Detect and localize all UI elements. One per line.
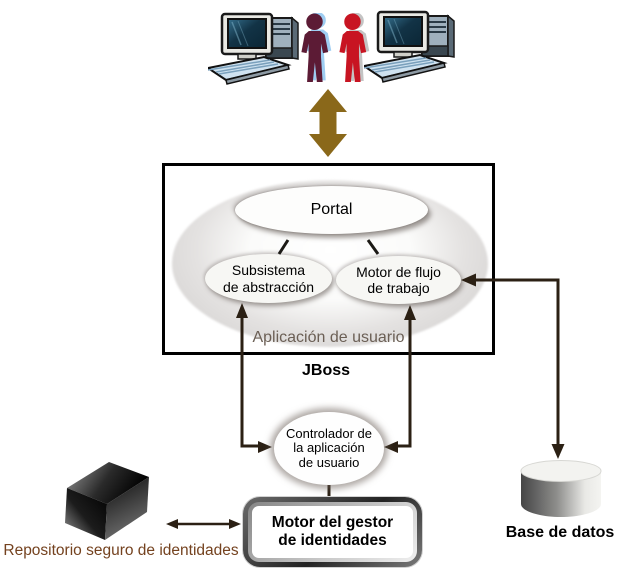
- repository-label: Repositorio seguro de identidades: [3, 542, 239, 559]
- portal-node: Portal: [235, 186, 428, 234]
- identity-engine-bevel: Motor del gestor de identidades: [248, 502, 417, 562]
- portal-label: Portal: [310, 201, 353, 218]
- repository-cube-icon: [63, 460, 151, 542]
- computer-icon-right: [362, 10, 456, 84]
- controller-label-line3: de usuario: [298, 454, 360, 470]
- controller-label-line1: Controlador de: [286, 425, 372, 441]
- computer-icon-left: [206, 12, 300, 86]
- database-cylinder-icon: [520, 460, 602, 518]
- subsystem-label-line1: Subsistema: [231, 262, 306, 279]
- double-vertical-arrow-icon: [309, 89, 347, 157]
- repository-engine-double-arrow: [166, 519, 241, 529]
- workflow-label-line1: Motor de flujo: [356, 263, 441, 280]
- controller-label-line2: la aplicación: [293, 440, 365, 456]
- jboss-label: JBoss: [301, 362, 351, 379]
- identity-engine-label-area: Motor del gestor de identidades: [252, 506, 413, 558]
- identity-engine-label-line2: de identidades: [278, 532, 387, 549]
- identity-engine-label-line1: Motor del gestor: [271, 514, 394, 532]
- workflow-engine-node: Motor de flujo de trabajo: [336, 256, 461, 304]
- user-person-icon-left: [296, 11, 334, 83]
- user-application-label: Aplicación de usuario: [252, 329, 405, 346]
- abstraction-subsystem-node: Subsistema de abstracción: [205, 254, 332, 303]
- user-application-controller-node: Controlador de la aplicación de usuario: [274, 412, 384, 485]
- database-label: Base de datos: [505, 524, 615, 541]
- user-person-icon-right: [334, 12, 372, 83]
- subsystem-label-line2: de abstracción: [222, 278, 315, 295]
- identity-manager-engine-box: Motor del gestor de identidades: [243, 497, 422, 567]
- workflow-label-line2: de trabajo: [367, 280, 430, 296]
